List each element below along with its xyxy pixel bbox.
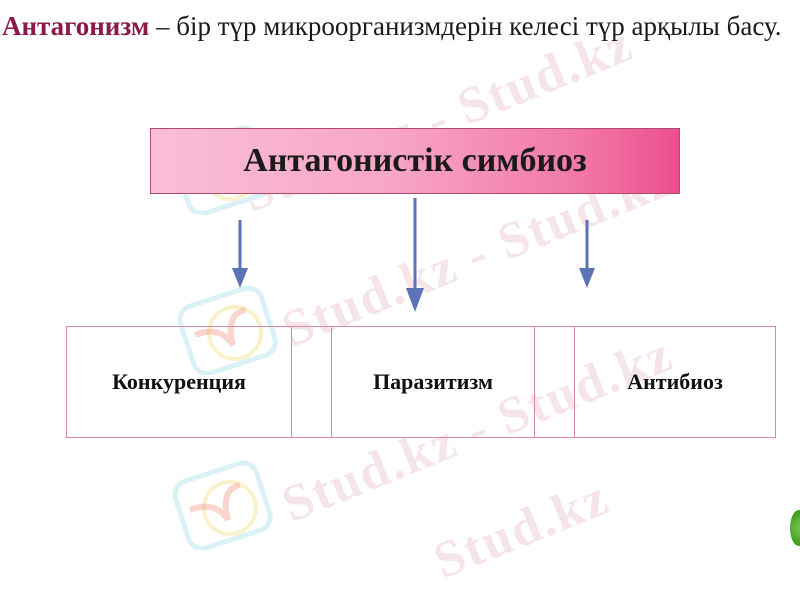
diagram-root-box: Антагонистік симбиоз [150,128,680,194]
child-box-parasitism: Паразитизм [331,327,534,437]
term-antagonism: Антагонизм [2,11,150,41]
arrow-down-icon [232,220,248,288]
diagram-children-row: Конкуренция Паразитизм Антибиоз [66,326,776,438]
arrow-down-icon [579,220,595,288]
child-label: Конкуренция [112,369,246,394]
watermark-logo-icon [177,285,278,375]
child-box-antibiosis: Антибиоз [574,327,775,437]
corner-decoration [790,510,800,546]
spacer-cell [291,327,331,437]
child-label: Паразитизм [373,369,493,394]
spacer-cell [534,327,574,437]
definition-paragraph: Антагонизм – бір түр микроорганизмдерін … [2,6,800,46]
child-box-competition: Конкуренция [67,327,291,437]
diagram-root-label: Антагонистік симбиоз [243,142,587,179]
arrow-down-icon [406,198,424,312]
watermark-logo-icon [172,460,273,550]
watermark-text: Stud.kz [425,468,618,591]
definition-text: – бір түр микроорганизмдерін келесі түр … [149,11,782,41]
child-label: Антибиоз [627,369,723,394]
